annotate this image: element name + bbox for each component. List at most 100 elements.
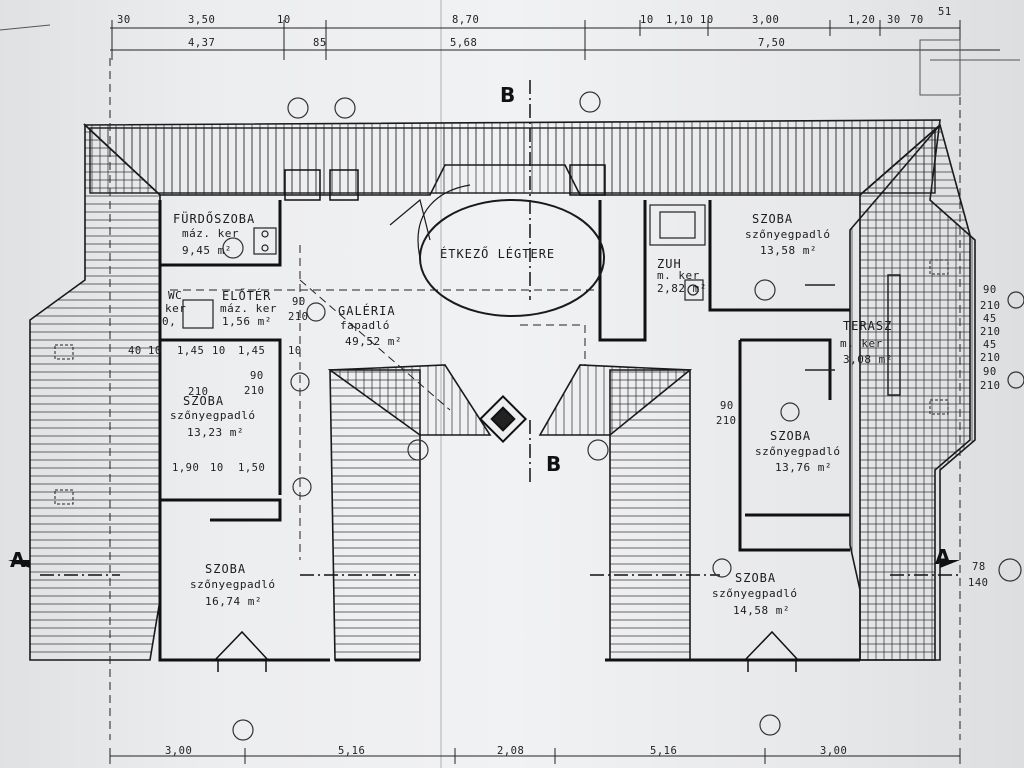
dim-right-a: 140	[968, 577, 989, 589]
roof-outline	[29, 119, 976, 661]
dim-door-e: 210	[716, 415, 737, 427]
dim-inner-w: 1,45	[177, 345, 205, 357]
walls	[158, 200, 860, 662]
section-lines	[40, 80, 960, 576]
dim-right: 90	[983, 366, 997, 378]
room-gallery-area: 49,52 m²	[345, 335, 402, 348]
dim-top1: 70	[910, 14, 924, 26]
dim-inner-w: 1,45	[238, 345, 266, 357]
room-sw-area: 16,74 m²	[205, 595, 262, 608]
dim-bottom: 3,00	[820, 745, 848, 757]
dim-door-gallery: 90	[292, 296, 306, 308]
section-b-top: B	[500, 83, 516, 107]
dim-bottom: 5,16	[338, 745, 366, 757]
room-sw-name: SZOBA	[205, 562, 247, 576]
dim-top1: 30	[887, 14, 901, 26]
room-se-name: SZOBA	[735, 571, 777, 585]
section-b-bottom: B	[546, 452, 562, 476]
dim-inner-w: 10	[148, 345, 162, 357]
dim-top1: 1,20	[848, 14, 876, 26]
dim-top1: 10	[700, 14, 714, 26]
dim-door-gallery: 210	[288, 311, 309, 323]
dim-top2: 85	[313, 37, 327, 49]
dim-right: 210	[980, 352, 1001, 364]
dim-inner-w2: 1,90	[172, 462, 200, 474]
room-e-floor: szőnyegpadló	[755, 445, 841, 458]
room-se-area: 14,58 m²	[733, 604, 790, 617]
room-wc-name: WC	[168, 289, 183, 302]
dim-inner-w: 10	[288, 345, 302, 357]
dim-inner-w2: 1,50	[238, 462, 266, 474]
section-a-left: A	[10, 548, 26, 572]
room-ne-area: 13,58 m²	[760, 244, 817, 257]
room-terrace-name: TERASZ	[843, 319, 893, 333]
dim-door-w2: 210	[188, 386, 209, 398]
dim-inner-w2: 10	[210, 462, 224, 474]
room-hall-name: ELŐTÉR	[222, 289, 272, 303]
dim-inner-w: 40	[128, 345, 142, 357]
dim-right: 210	[980, 326, 1001, 338]
section-markers	[8, 560, 960, 568]
room-bathroom-name: FÜRDŐSZOBA	[173, 212, 256, 226]
dim-top1: 10	[640, 14, 654, 26]
dim-top1: 10	[277, 14, 291, 26]
dimension-lines	[109, 20, 1000, 764]
room-gallery-floor: fapadló	[340, 319, 390, 332]
dim-right-a: 78	[972, 561, 986, 573]
dim-top1: 3,00	[752, 14, 780, 26]
terrace-railing	[805, 274, 901, 396]
dim-top1: 8,70	[452, 14, 480, 26]
room-e-name: SZOBA	[770, 429, 812, 443]
room-shower-floor: m. ker	[657, 269, 700, 282]
eaves-band	[89, 127, 936, 194]
dim-top1: 1,10	[666, 14, 694, 26]
dashed-lines	[109, 58, 961, 740]
dim-right: 45	[983, 313, 997, 325]
room-ne-floor: szőnyegpadló	[745, 228, 831, 241]
dim-top2: 5,68	[450, 37, 478, 49]
dim-right: 210	[980, 380, 1001, 392]
dim-top2: 4,37	[188, 37, 216, 49]
room-gallery-name: GALÉRIA	[338, 304, 396, 318]
dim-right: 210	[980, 300, 1001, 312]
dim-right: 45	[983, 339, 997, 351]
room-w-name: SZOBA	[183, 394, 225, 408]
dim-door-w: 210	[244, 385, 265, 397]
room-bathroom-area: 9,45 m²	[182, 244, 232, 257]
room-wc-floor: ker	[165, 302, 187, 315]
room-dining-void-name: ÉTKEZŐ LÉGTERE	[440, 247, 556, 261]
dim-door-w: 90	[250, 370, 264, 382]
room-bathroom-floor: máz. ker	[182, 227, 239, 240]
dim-right: 90	[983, 284, 997, 296]
chimney	[478, 394, 528, 444]
marker-circles	[222, 91, 1024, 741]
room-hall-area: 1,56 m²	[222, 315, 272, 328]
skylights	[54, 259, 949, 505]
section-a-right: A	[935, 545, 951, 569]
dim-bottom: 5,16	[650, 745, 678, 757]
room-se-floor: szőnyegpadló	[712, 587, 798, 600]
room-w-area: 13,23 m²	[187, 426, 244, 439]
dim-door-e: 90	[720, 400, 734, 412]
dim-top1: 30	[117, 14, 131, 26]
dim-top1: 51	[938, 6, 952, 18]
room-shower-area: 2,82 m²	[657, 282, 707, 295]
room-e-area: 13,76 m²	[775, 461, 832, 474]
room-ne-name: SZOBA	[752, 212, 794, 226]
bathroom-fixtures	[182, 204, 706, 329]
dim-bottom: 3,00	[165, 745, 193, 757]
room-wc-area: 0,	[162, 315, 177, 328]
dim-bottom: 2,08	[497, 745, 525, 757]
room-w-floor: szőnyegpadló	[170, 409, 256, 422]
room-terrace-floor: m. ker	[840, 337, 883, 350]
room-sw-floor: szőnyegpadló	[190, 578, 276, 591]
dim-top2: 7,50	[758, 37, 786, 49]
pencil-marks	[0, 24, 1020, 96]
room-shower-name: ZUH	[657, 257, 682, 271]
dormer-windows	[214, 164, 799, 672]
room-hall-floor: máz. ker	[220, 302, 277, 315]
dim-top1: 3,50	[188, 14, 216, 26]
dim-inner-w: 10	[212, 345, 226, 357]
